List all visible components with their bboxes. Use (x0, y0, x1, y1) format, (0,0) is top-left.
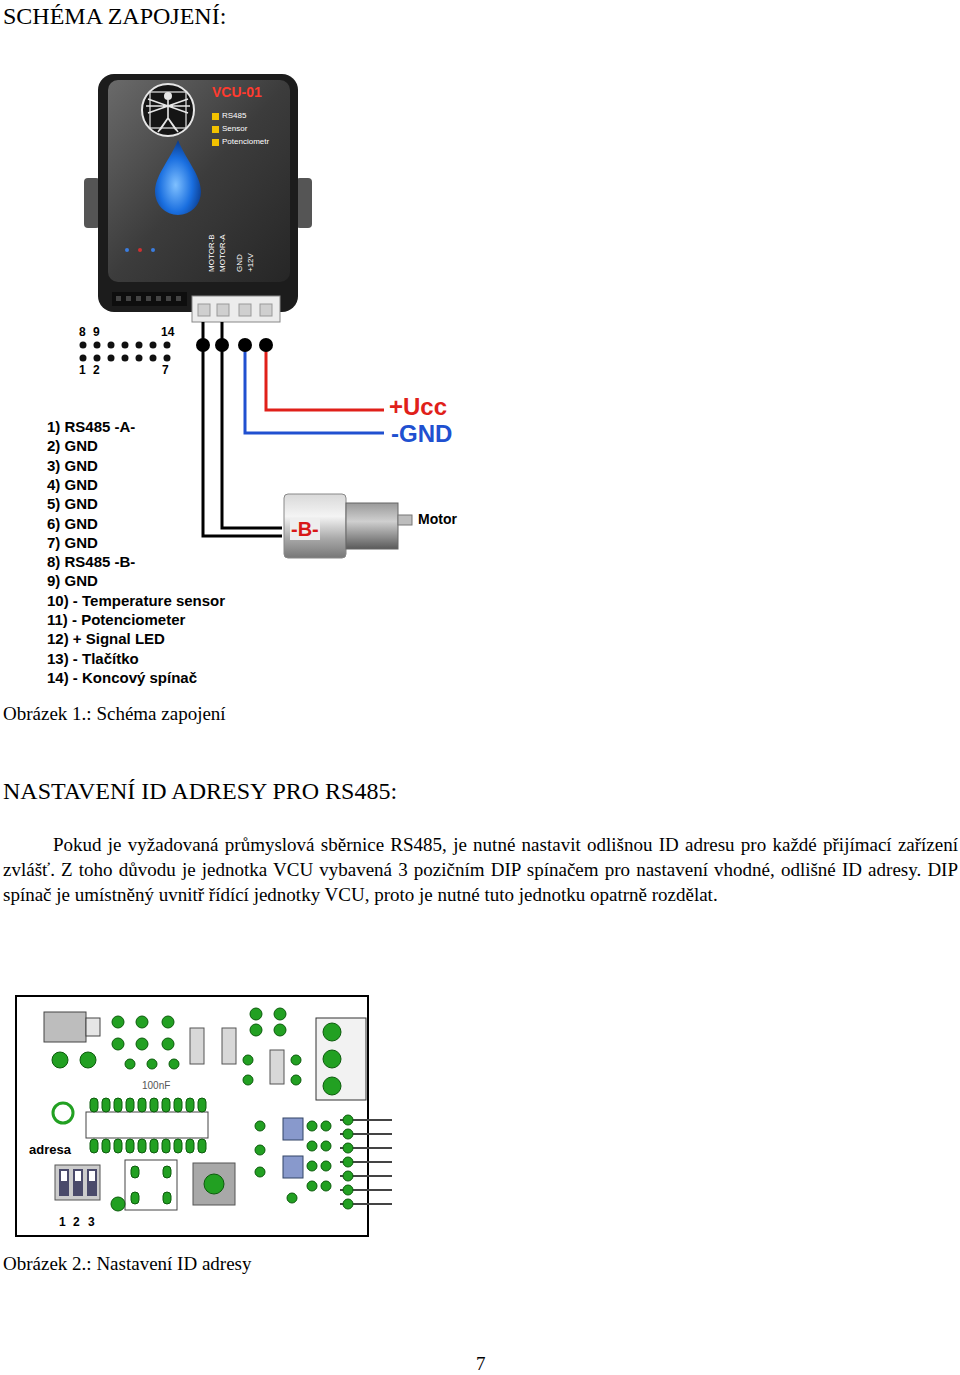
figure-caption: Obrázek 1.: Schéma zapojení (3, 703, 226, 725)
pin-description: 3) GND (47, 457, 98, 474)
page-heading: SCHÉMA ZAPOJENÍ: (3, 3, 226, 30)
switch-number: 1 (59, 1215, 66, 1229)
pin-description: 12) + Signal LED (47, 630, 165, 647)
unit-name: VCU-01 (212, 84, 262, 100)
pin-number: 1 (79, 363, 86, 377)
led-label: RS485 (222, 111, 246, 120)
terminal-label: MOTOR-A (218, 234, 227, 272)
vcu-housing (84, 74, 312, 322)
motor-label: Motor (418, 511, 457, 527)
terminal-label: +12V (246, 253, 255, 272)
pin-description: 1) RS485 -A- (47, 418, 135, 435)
pin-description: 14) - Koncový spínač (47, 669, 197, 686)
pin-description: 10) - Temperature sensor (47, 592, 225, 609)
pin-description: 11) - Potenciometer (47, 611, 185, 628)
pin-description: 5) GND (47, 495, 98, 512)
ground-wire (245, 345, 384, 433)
pin-number: 14 (161, 325, 174, 339)
page-number: 7 (476, 1353, 486, 1375)
pin-description: 9) GND (47, 572, 98, 589)
motor: Motor -B- (282, 492, 472, 560)
supply-label: +Ucc (389, 393, 447, 421)
component-value: 100nF (142, 1080, 170, 1091)
led-label: Sensor (222, 124, 247, 133)
pin-description: 2) GND (47, 437, 98, 454)
pin-description: 6) GND (47, 515, 98, 532)
switch-number: 3 (88, 1215, 95, 1229)
pin-number: 8 (79, 325, 86, 339)
terminal-label: GND (235, 254, 244, 272)
motor-marking: -B- (290, 518, 320, 540)
pin-description: 13) - Tlačítko (47, 650, 139, 667)
pin-description: 4) GND (47, 476, 98, 493)
pin-number: 7 (162, 363, 169, 377)
terminal-label: MOTOR-B (207, 234, 216, 272)
control-unit: VCU-01RS485SensorPotenciometrMOTOR-BMOTO… (95, 72, 307, 322)
led-label: Potenciometr (222, 137, 269, 146)
figure-caption: Obrázek 2.: Nastavení ID adresy (3, 1253, 251, 1275)
pin-number: 2 (93, 363, 100, 377)
motor-wire (203, 322, 282, 536)
body-paragraph: Pokud je vyžadovaná průmyslová sběrnice … (3, 832, 958, 907)
motor-wire (222, 322, 282, 528)
connector-dots (196, 338, 273, 352)
pin-description: 8) RS485 -B- (47, 553, 135, 570)
section-heading: NASTAVENÍ ID ADRESY PRO RS485: (3, 778, 397, 805)
pcb-board (16, 996, 392, 1236)
switch-number: 2 (73, 1215, 80, 1229)
pin-header (80, 342, 171, 362)
power-wire (266, 345, 384, 410)
pin-number: 9 (93, 325, 100, 339)
motor-picture (284, 494, 412, 558)
pin-description: 7) GND (47, 534, 98, 551)
ground-label: -GND (391, 420, 452, 448)
dip-label: adresa (29, 1142, 71, 1157)
